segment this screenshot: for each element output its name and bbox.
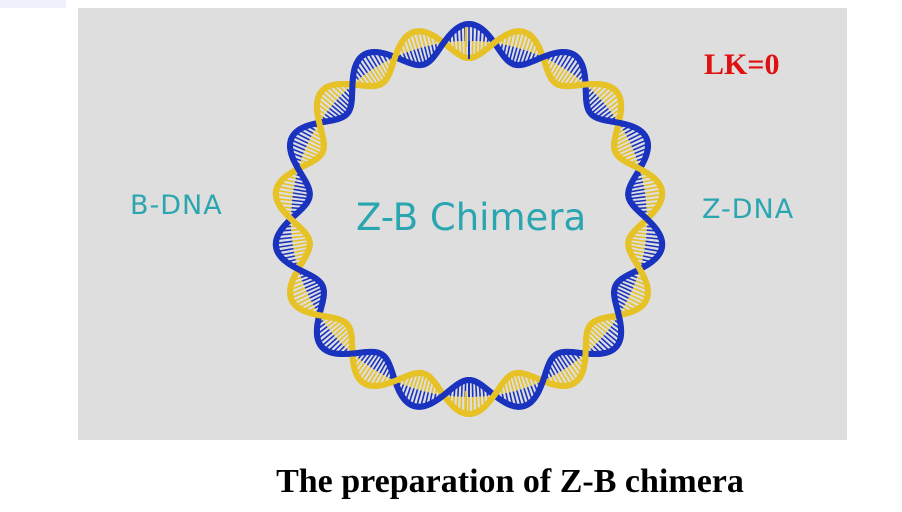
z-dna-label: Z-DNA — [702, 194, 795, 225]
strand-segment-blue — [539, 53, 548, 61]
strand-segment-gold — [635, 264, 644, 273]
junction-kinks — [465, 27, 470, 411]
linking-number-label: LK=0 — [704, 48, 780, 81]
strand-segment-gold — [490, 38, 499, 47]
strand-segment-gold — [286, 214, 294, 222]
strand-segment-blue — [439, 39, 448, 47]
b-dna-label: B-DNA — [130, 190, 223, 221]
strand-segment-gold — [490, 391, 499, 399]
strand-segment-gold — [391, 53, 399, 63]
strand-segment-gold — [315, 118, 323, 127]
strand-segment-blue — [439, 391, 448, 400]
strand-segment-gold — [390, 377, 399, 385]
z-b-chimera-label: Z-B Chimera — [356, 196, 587, 239]
strand-segment-blue — [615, 311, 623, 320]
figure-caption: The preparation of Z-B chimera — [276, 463, 744, 500]
dna-strands — [272, 21, 666, 417]
strand-segment-gold — [636, 165, 645, 173]
diagram-panel: LK=0 B-DNA Z-DNA Z-B Chimera — [78, 8, 847, 440]
corner-tab — [0, 0, 66, 8]
strand-segment-blue — [294, 165, 303, 174]
strand-segment-blue — [293, 265, 302, 273]
strand-segment-blue — [539, 375, 547, 385]
strand-segment-blue — [644, 216, 652, 224]
dna-ring — [272, 21, 666, 417]
